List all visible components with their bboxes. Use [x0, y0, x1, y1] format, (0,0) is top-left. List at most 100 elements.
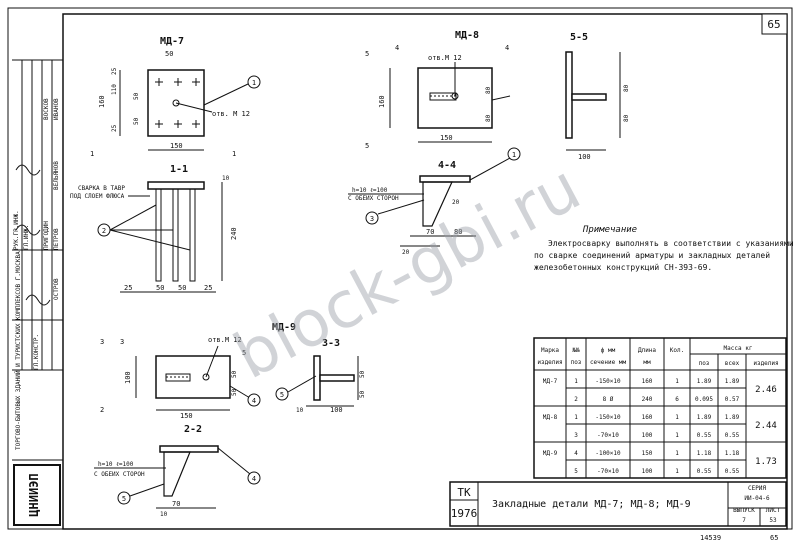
md9-weld2: С ОБЕИХ СТОРОН [94, 471, 145, 478]
svg-text:100: 100 [330, 406, 343, 414]
md8-hole: отв.М 12 [428, 54, 462, 62]
md8-section: 4-4 [438, 160, 456, 171]
watermark: block-gbi.ru [223, 151, 593, 394]
md8-title: МД-8 [455, 30, 479, 41]
svg-text:80: 80 [623, 84, 630, 92]
title-block-text: ТК 1976 Закладные детали МД-7; МД-8; МД-… [451, 485, 781, 524]
svg-text:50: 50 [231, 388, 238, 396]
md9-hole: отв.М 12 [208, 336, 242, 344]
svg-text:25: 25 [124, 284, 132, 292]
spec-table-text: Марка изделия №№ поз ф мм сечение мм Дли… [537, 345, 778, 367]
md9-section: 3-3 [322, 338, 340, 349]
table-cell-pos: 2 [574, 396, 578, 403]
svg-text:ЛИСТ: ЛИСТ [766, 507, 781, 514]
staff-6: ОСТРОВ [53, 278, 60, 300]
svg-text:10: 10 [222, 175, 230, 182]
svg-text:100: 100 [578, 153, 591, 161]
series: ИИ-04-6 [744, 495, 770, 502]
table-cell-pos: 5 [574, 468, 578, 475]
svg-text:сечение мм: сечение мм [590, 359, 627, 366]
table-cell-mark: МД-7 [543, 378, 558, 385]
svg-text:50: 50 [231, 370, 238, 378]
table-cell-mark: МД-8 [543, 414, 558, 421]
svg-text:160: 160 [98, 95, 106, 108]
md8-weld: h=10 ℓ=100 [352, 187, 388, 194]
staff-5: ПРИГОДИН [43, 221, 50, 250]
table-total: 2.44 [755, 421, 777, 431]
table-cell-qty: 1 [675, 432, 679, 439]
md7-drawing: МД-7 отв. М 12 1 150 50 160 110 25 25 50… [70, 36, 261, 293]
table-cell-qty: 1 [675, 450, 679, 457]
svg-text:изделия: изделия [537, 359, 562, 366]
md7-hole: отв. М 12 [212, 110, 250, 118]
svg-text:Марка: Марка [541, 347, 559, 354]
svg-text:80: 80 [485, 86, 492, 94]
svg-text:1: 1 [252, 79, 256, 87]
md8-section2: 5-5 [570, 32, 588, 43]
note-block: Примечание Электросварку выполнять в соо… [534, 225, 794, 272]
note-line-3: железобетонных конструкций СН-393-69. [534, 262, 712, 272]
svg-text:80: 80 [485, 114, 492, 122]
svg-text:50: 50 [133, 117, 140, 125]
table-cell-m_pos: 1.89 [697, 414, 712, 421]
svg-text:50: 50 [359, 370, 366, 378]
table-cell-m_all: 0.57 [725, 396, 740, 403]
table-cell-m_all: 1.18 [725, 450, 740, 457]
table-cell-m_pos: 0.095 [695, 396, 713, 403]
svg-text:50: 50 [359, 390, 366, 398]
table-cell-len: 160 [642, 414, 653, 421]
svg-text:4: 4 [505, 44, 509, 52]
svg-text:50: 50 [165, 50, 173, 58]
table-cell-len: 150 [642, 450, 653, 457]
role-2: ГЛ.ИНЖ. [23, 225, 30, 250]
svg-text:5: 5 [365, 142, 369, 150]
role-3: ГЛ.КОНСТР. [33, 334, 40, 370]
table-cell-len: 240 [642, 396, 653, 403]
table-cell-pos: 4 [574, 450, 578, 457]
sheet: 53 [769, 517, 777, 524]
table-total: 1.73 [755, 457, 777, 467]
staff-1: ВОСКОВ [43, 98, 50, 120]
table-cell-qty: 1 [675, 378, 679, 385]
svg-text:СВАРКА В ТАВР: СВАРКА В ТАВР [78, 185, 125, 192]
table-cell-mark: МД-9 [543, 450, 558, 457]
tk-label: ТК [457, 486, 471, 499]
staff-3: ВЕЛЬЯНОВ [53, 161, 60, 190]
svg-text:поз: поз [571, 359, 582, 366]
table-cell-m_pos: 0.55 [697, 432, 712, 439]
org-text: ТОРГОВО-БЫТОВЫХ ЗДАНИЙ И ТУРИСТСКИХ КОМП… [15, 251, 22, 450]
md9-drawing: МД-9 3 3 2 отв.М 12 5 100 50 50 150 4 3-… [94, 322, 366, 518]
svg-text:25: 25 [111, 67, 118, 75]
bottom-page: 65 [770, 534, 778, 542]
svg-text:ф мм: ф мм [601, 347, 616, 354]
org-logo: ЦНИИЭП [27, 473, 41, 516]
svg-text:ПОД СЛОЕМ ФЛЮСА: ПОД СЛОЕМ ФЛЮСА [70, 193, 125, 200]
md9-weld: h=10 ℓ=100 [98, 461, 134, 468]
svg-text:80: 80 [623, 114, 630, 122]
svg-text:50: 50 [156, 284, 164, 292]
svg-text:1: 1 [232, 150, 236, 158]
table-cell-len: 100 [642, 432, 653, 439]
table-cell-pos: 1 [574, 378, 578, 385]
table-cell-len: 160 [642, 378, 653, 385]
table-cell-qty: 1 [675, 468, 679, 475]
spec-table [533, 337, 787, 479]
svg-text:поз: поз [699, 360, 710, 367]
svg-text:Длина: Длина [638, 347, 656, 354]
svg-text:70: 70 [172, 500, 180, 508]
table-cell-m_all: 0.55 [725, 432, 740, 439]
svg-text:80: 80 [454, 228, 462, 236]
table-cell-section: -150×10 [595, 378, 621, 385]
table-cell-section: -100×10 [595, 450, 621, 457]
drawing-name: Закладные детали МД-7; МД-8; МД-9 [492, 499, 691, 510]
svg-text:№№: №№ [572, 347, 580, 354]
table-cell-pos: 3 [574, 432, 578, 439]
table-cell-len: 100 [642, 468, 653, 475]
svg-text:мм: мм [643, 359, 651, 366]
md9-title: МД-9 [272, 322, 296, 333]
svg-text:2: 2 [100, 406, 104, 414]
svg-text:4: 4 [252, 475, 256, 483]
table-cell-section: -150×10 [595, 414, 621, 421]
svg-text:Масса кг: Масса кг [724, 345, 753, 352]
svg-text:150: 150 [170, 142, 183, 150]
